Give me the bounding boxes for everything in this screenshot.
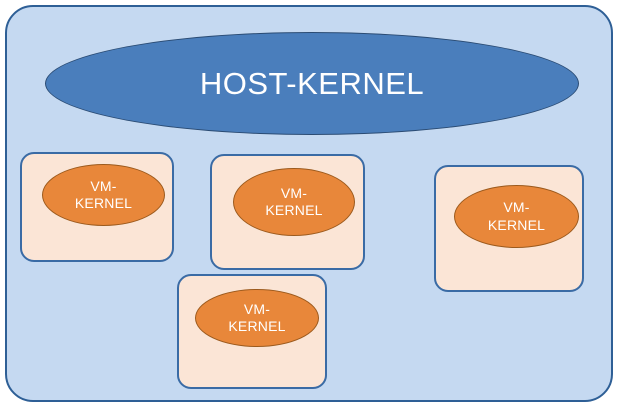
vm-box-1: VM- KERNEL (20, 152, 174, 262)
vm-kernel-label-1-line2: KERNEL (74, 195, 133, 211)
vm-kernel-label-3-line2: KERNEL (487, 216, 546, 233)
vm-box-4: VM- KERNEL (177, 274, 327, 389)
vm-kernel-label-2-line2: KERNEL (265, 202, 323, 218)
host-kernel-label: HOST-KERNEL (199, 66, 425, 101)
vm-kernel-label-4-line2: KERNEL (228, 318, 286, 334)
vm-kernel-ellipse-4: VM- KERNEL (195, 289, 319, 347)
host-kernel-ellipse: HOST-KERNEL (45, 32, 579, 135)
host-machine-container: HOST-KERNEL VM- KERNEL VM- KERNEL VM- KE… (5, 5, 613, 402)
vm-box-2: VM- KERNEL (210, 154, 365, 270)
vm-kernel-label-4-line1: VM- (243, 300, 271, 317)
vm-kernel-ellipse-2: VM- KERNEL (233, 168, 355, 236)
vm-kernel-label-2-line1: VM- (280, 184, 308, 201)
vm-kernel-label-1-line1: VM- (90, 177, 117, 194)
vm-kernel-ellipse-3: VM- KERNEL (454, 185, 579, 248)
vm-box-3: VM- KERNEL (434, 165, 584, 292)
vm-kernel-label-3-line1: VM- (503, 199, 530, 215)
vm-kernel-ellipse-1: VM- KERNEL (42, 164, 165, 226)
